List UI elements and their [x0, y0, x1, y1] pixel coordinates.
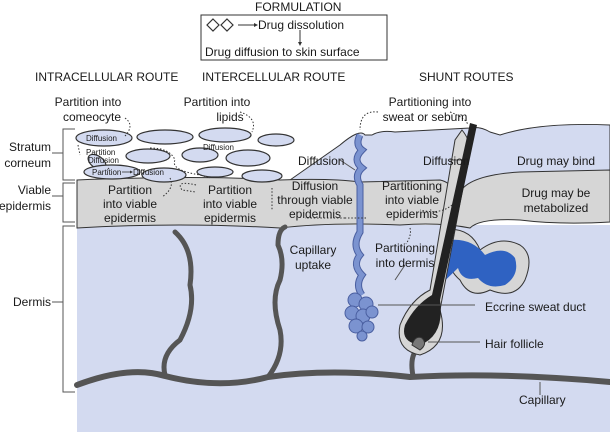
corneocyte: [225, 149, 271, 167]
corneocyte: [136, 129, 194, 145]
dermal-papilla: [411, 336, 426, 351]
corneocyte: [125, 148, 171, 164]
label-diffusion-corneocyte: Diffusion: [86, 134, 117, 143]
label-partition-mid: Partition: [86, 148, 115, 157]
route-header-shunt: SHUNT ROUTES: [419, 70, 513, 84]
corneocyte: [196, 166, 234, 178]
capillary-network: [74, 224, 610, 388]
label-hair-follicle: Hair follicle: [485, 337, 544, 351]
route-header-intercellular: INTERCELLULAR ROUTE: [202, 70, 345, 84]
sebaceous-gland: [430, 239, 517, 295]
eccrine-sweat-duct: [344, 133, 379, 342]
label-capillary: Capillary: [519, 393, 566, 407]
label-diffusion-bottom: Diffusion: [133, 168, 164, 177]
formulation-box: [200, 14, 388, 61]
layer-brackets: [52, 128, 75, 393]
label-eccrine-sweat-duct: Eccrine sweat duct: [485, 300, 586, 314]
corneocyte: [83, 164, 141, 180]
formulation-title: FORMULATION: [255, 0, 341, 14]
corneocyte: [75, 129, 133, 147]
corneocyte: [257, 133, 295, 147]
layer-label-dermis: Dermis: [13, 295, 51, 309]
formulation-step-dissolution: Drug dissolution: [258, 18, 344, 32]
label-partition-bottom: Partition: [92, 168, 121, 177]
label-diffusion-follicle: Diffusion: [423, 154, 469, 168]
leader-lines: [339, 159, 541, 395]
formulation-step-diffusion: Drug diffusion to skin surface: [205, 45, 360, 59]
label-diffusion-mid: Diffusion: [88, 156, 119, 165]
hair-shaft: [404, 123, 477, 345]
corneocytes: [75, 127, 295, 183]
corneocyte: [141, 167, 187, 183]
label-diffusion-lipids: Diffusion: [203, 143, 234, 152]
diamond-crystals-icon: [206, 18, 234, 32]
label-diffusion-sc: Diffusion: [298, 154, 344, 168]
corneocyte: [241, 169, 283, 183]
corneocyte: [181, 147, 219, 163]
route-header-intracellular: INTRACELLULAR ROUTE: [35, 70, 178, 84]
corneocyte: [198, 127, 252, 143]
route-arrows: [77, 111, 469, 245]
label-drug-may-bind: Drug may bind: [517, 154, 595, 168]
